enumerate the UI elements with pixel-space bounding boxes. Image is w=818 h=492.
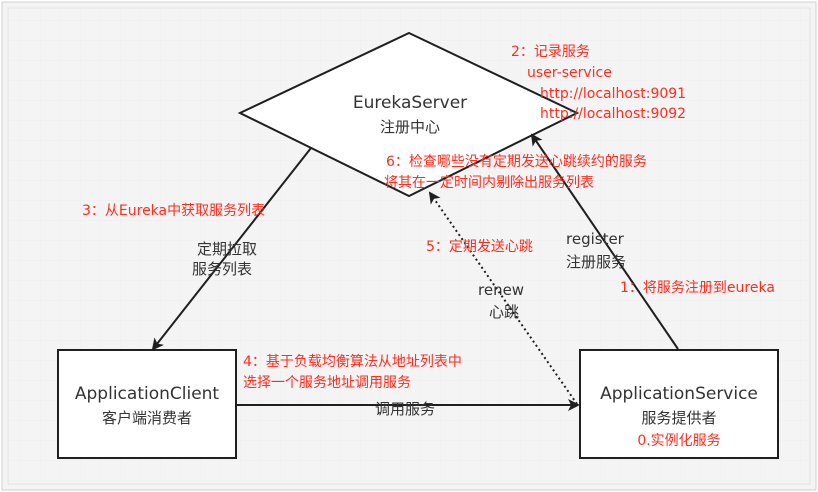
step0-annotation: 0.实例化服务 bbox=[637, 433, 721, 449]
eureka-server-diamond[interactable] bbox=[237, 31, 580, 198]
step6-line2: 将其在一定时间内剔除出服务列表 bbox=[384, 175, 594, 191]
renew-label-line2: 心跳 bbox=[489, 303, 520, 321]
eureka-server-title: EurekaServer bbox=[352, 93, 468, 113]
fetch-label-line2: 服务列表 bbox=[192, 260, 253, 278]
eureka-server-subtitle: 注册中心 bbox=[379, 118, 440, 136]
step2-line1: 2：记录服务 bbox=[511, 44, 590, 60]
invoke-label: 调用服务 bbox=[375, 400, 436, 418]
application-service-subtitle: 服务提供者 bbox=[641, 409, 717, 427]
step6-line1: 6：检查哪些没有定期发送心跳续约的服务 bbox=[386, 154, 647, 170]
application-client-title: ApplicationClient bbox=[74, 384, 220, 404]
step2-line4: http://localhost:9092 bbox=[540, 106, 687, 122]
application-client-subtitle: 客户端消费者 bbox=[101, 409, 192, 427]
application-service-title: ApplicationService bbox=[600, 384, 758, 404]
register-edge bbox=[530, 133, 679, 350]
step5-annotation: 5：定期发送心跳 bbox=[426, 239, 533, 255]
step2-line2: user-service bbox=[527, 65, 612, 81]
application-client-box[interactable] bbox=[57, 349, 237, 459]
fetch-edge bbox=[151, 147, 312, 351]
step4-line2: 选择一个服务地址调用服务 bbox=[243, 375, 411, 391]
application-service-box[interactable] bbox=[579, 349, 779, 459]
step3-annotation: 3：从Eureka中获取服务列表 bbox=[82, 203, 266, 219]
register-label-line1: register bbox=[566, 230, 624, 248]
step1-annotation: 1：将服务注册到eureka bbox=[620, 280, 775, 296]
step2-line3: http://localhost:9091 bbox=[540, 86, 687, 102]
renew-label-line1: renew bbox=[478, 281, 525, 299]
register-label-line2: 注册服务 bbox=[566, 253, 627, 271]
step4-line1: 4：基于负载均衡算法从地址列表中 bbox=[243, 354, 462, 370]
fetch-label-line1: 定期拉取 bbox=[197, 240, 258, 258]
